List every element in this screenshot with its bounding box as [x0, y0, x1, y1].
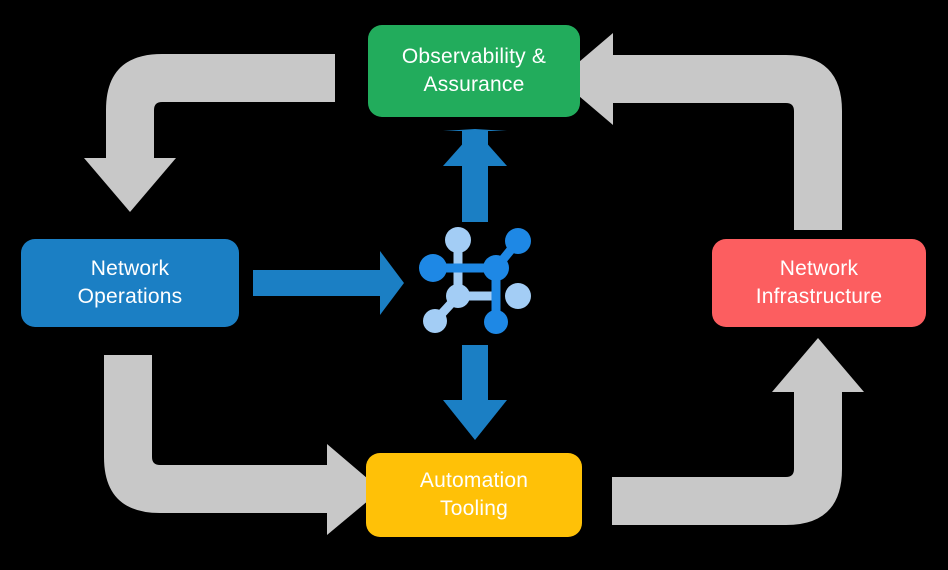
- connector-center-to-automation: [443, 345, 507, 440]
- topology-node-bottom-left-light: [423, 309, 447, 333]
- node-label-automation-tooling: Automation Tooling: [419, 468, 529, 520]
- connector-automation-to-infrastructure: [612, 338, 864, 525]
- network-topology-icon: [419, 227, 531, 334]
- connector-operations-to-automation: [104, 355, 381, 535]
- node-box-network-infrastructure[interactable]: Network Infrastructure: [712, 239, 926, 327]
- connector-center-to-observability: [443, 129, 507, 222]
- node-box-observability[interactable]: Observability & Assurance: [368, 25, 580, 117]
- topology-node-left-dark: [419, 254, 447, 282]
- topology-node-top-light: [445, 227, 471, 253]
- connector-observability-to-operations: [84, 54, 335, 212]
- node-box-automation-tooling[interactable]: Automation Tooling: [366, 453, 582, 537]
- node-label-network-infrastructure: Network Infrastructure: [755, 256, 883, 308]
- connector-operations-to-center: [253, 251, 404, 315]
- node-label-network-operations: Network Operations: [77, 256, 183, 308]
- topology-node-bottom-dark: [484, 310, 508, 334]
- node-label-observability: Observability & Assurance: [401, 44, 547, 96]
- topology-node-right-light: [505, 283, 531, 309]
- topology-node-center-dark: [483, 255, 509, 281]
- node-box-network-operations[interactable]: Network Operations: [21, 239, 239, 327]
- topology-node-top-right-dark: [505, 228, 531, 254]
- connector-infrastructure-to-observability: [559, 33, 842, 230]
- topology-node-mid-light: [446, 284, 470, 308]
- topology-edges-light: [430, 235, 501, 326]
